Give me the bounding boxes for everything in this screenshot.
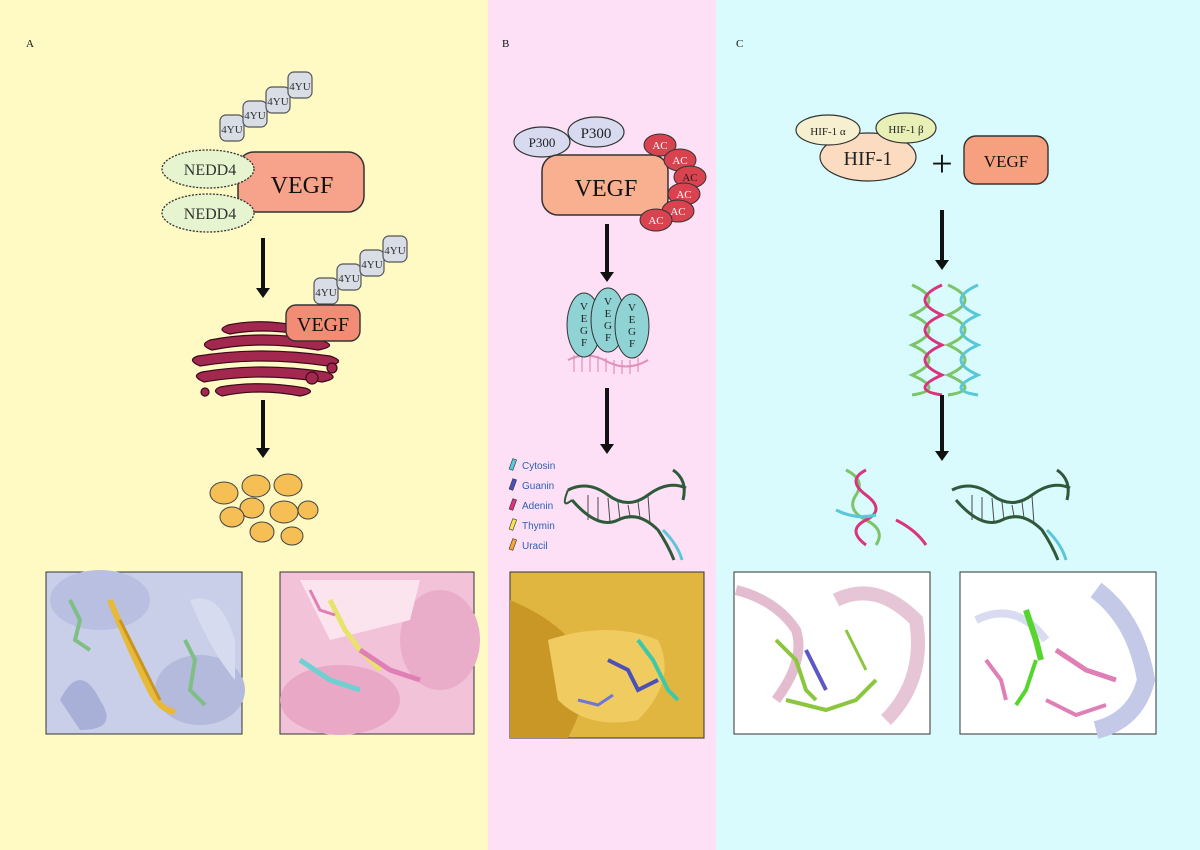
vegf-letter: E [605, 308, 612, 320]
hif-1-beta [875, 112, 937, 144]
hif-1-alpha-label: HIF-1 α [810, 126, 846, 138]
arrow-c1 [940, 210, 944, 262]
panel-b-label: B [502, 38, 510, 50]
plus-sign: + [931, 143, 952, 185]
docking-image-a1 [45, 570, 245, 735]
docking-image-c2 [959, 571, 1157, 739]
golgi-apparatus [191, 321, 340, 397]
vegf-letter: E [581, 313, 588, 325]
tag-chain-top: 4YU 4YU 4YU 4YU [219, 71, 313, 142]
vegf-letter: V [580, 301, 588, 313]
ac-label: AC [670, 206, 685, 218]
vegf-label-a-small: VEGF [297, 314, 349, 336]
p300-left [513, 126, 571, 158]
panel-c: C HIF-1 HIF-1 α HIF-1 β + VEGF [716, 0, 1200, 850]
p300-right [567, 116, 625, 148]
nedd4-top [161, 149, 255, 189]
rna-hairpin-b [563, 468, 687, 561]
vegf-oligomer: V E G F V E G F V E G F [566, 287, 650, 374]
tag-label: 4YU [361, 259, 382, 271]
panel-a-diagram: 4YU 4YU 4YU 4YU VEGF NEDD4 NEDD4 4YU 4YU… [45, 71, 480, 735]
acetyl-groups: AC AC AC AC AC AC [639, 133, 707, 232]
tag-label: 4YU [267, 96, 288, 108]
vegf-letter: V [604, 296, 612, 308]
tag-chain-middle: 4YU 4YU 4YU 4YU [313, 235, 408, 305]
legend-adenin: Adenin [522, 501, 553, 512]
vegf-letter: G [628, 326, 636, 338]
nedd4-bottom [161, 193, 255, 233]
panel-a: A 4YU 4YU 4YU 4YU VEGF NEDD4 NEDD4 [0, 0, 488, 850]
arrow-a1 [261, 238, 265, 290]
vegf-label-a: VEGF [271, 173, 334, 199]
ac-label: AC [652, 140, 667, 152]
legend-guanin: Guanin [522, 481, 554, 492]
panel-a-label: A [26, 38, 34, 50]
vegf-letter: E [629, 314, 636, 326]
hif-1-label: HIF-1 [844, 148, 893, 170]
hif-1-beta-label: HIF-1 β [888, 124, 924, 136]
vesicles [209, 473, 319, 546]
panel-c-label: C [736, 38, 744, 50]
arrow-c2 [940, 395, 944, 453]
panel-b-diagram: P300 P300 VEGF AC AC AC AC AC AC [508, 116, 707, 739]
rna-hairpin-c [951, 468, 1071, 561]
hif-1-alpha [795, 114, 861, 146]
legend-uracil: Uracil [522, 541, 548, 552]
vegf-letter: F [629, 338, 635, 350]
ac-label: AC [648, 215, 663, 227]
docking-image-c1 [733, 571, 931, 735]
vegf-letter: G [580, 325, 588, 337]
hif-1-body [819, 132, 917, 182]
legend-thymin: Thymin [522, 521, 555, 532]
dna-helices [908, 283, 982, 397]
vegf-label-c: VEGF [984, 152, 1028, 171]
panel-b: B P300 P300 VEGF AC AC AC AC AC AC [488, 0, 716, 850]
nedd4-label: NEDD4 [184, 162, 236, 179]
vegf-letter: G [604, 320, 612, 332]
docking-image-a2 [279, 571, 480, 735]
vegf-protein-b [541, 154, 669, 216]
nucleotide-legend: Cytosin Guanin Adenin Thymin Uracil [508, 458, 555, 552]
vegf-letter: F [605, 332, 611, 344]
legend-cytosin: Cytosin [522, 461, 555, 472]
tag-label: 4YU [315, 287, 336, 299]
ac-label: AC [676, 189, 691, 201]
vegf-label-b: VEGF [575, 176, 638, 202]
vegf-letter: V [628, 302, 636, 314]
arrow-b1 [605, 224, 609, 274]
panel-c-diagram: HIF-1 HIF-1 α HIF-1 β + VEGF [733, 112, 1157, 739]
vegf-letter: F [581, 337, 587, 349]
dna-fragments [835, 468, 928, 547]
arrow-b2 [605, 388, 609, 446]
p300-label: P300 [581, 126, 612, 142]
arrow-a2 [261, 400, 265, 450]
tag-label: 4YU [338, 273, 359, 285]
ac-label: AC [682, 172, 697, 184]
ac-label: AC [672, 155, 687, 167]
tag-label: 4YU [289, 81, 310, 93]
vegf-protein-c [963, 135, 1049, 185]
vegf-protein-a-small [285, 304, 361, 342]
tag-label: 4YU [384, 245, 405, 257]
p300-label: P300 [529, 135, 556, 150]
nedd4-label: NEDD4 [184, 206, 236, 223]
docking-image-b [509, 571, 705, 739]
tag-label: 4YU [244, 110, 265, 122]
tag-label: 4YU [221, 124, 242, 136]
